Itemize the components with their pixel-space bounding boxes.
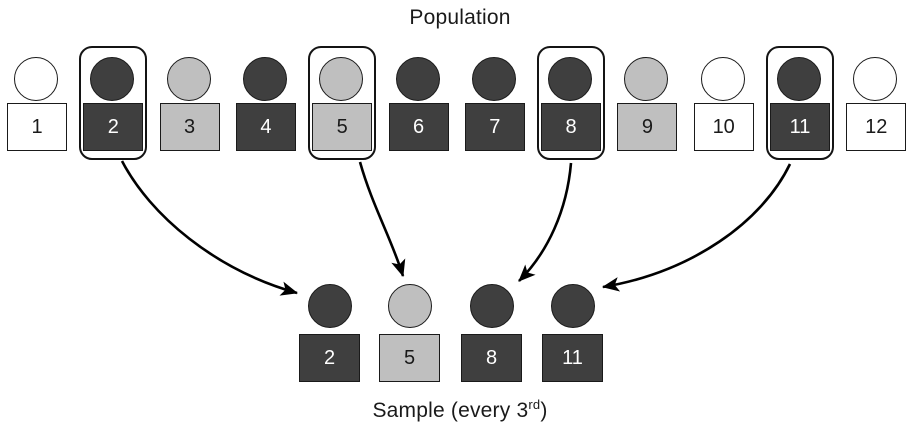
population-unit-10[interactable]: 10 bbox=[690, 46, 758, 160]
population-circle-9 bbox=[624, 57, 669, 101]
population-label-box-1: 1 bbox=[7, 103, 67, 151]
sample-title-prefix: Sample (every 3 bbox=[372, 399, 529, 422]
population-circle-4 bbox=[242, 57, 287, 101]
population-label-box-9: 9 bbox=[617, 103, 678, 151]
selection-ring-11 bbox=[766, 46, 834, 160]
population-label-box-8: 8 bbox=[541, 103, 602, 151]
population-unit-4[interactable]: 4 bbox=[232, 46, 300, 160]
sample-unit-5[interactable]: 5 bbox=[379, 284, 441, 384]
selection-ring-2 bbox=[79, 46, 148, 160]
population-label-box-12: 12 bbox=[846, 103, 907, 151]
population-unit-5[interactable]: 5 bbox=[308, 46, 377, 160]
population-unit-1[interactable]: 1 bbox=[3, 46, 71, 160]
population-label-box-6: 6 bbox=[388, 103, 449, 151]
population-title: Population bbox=[409, 6, 511, 29]
sample-label-box-8: 8 bbox=[461, 334, 522, 382]
population-unit-6[interactable]: 6 bbox=[385, 46, 453, 160]
population-label-box-7: 7 bbox=[464, 103, 525, 151]
population-circle-11 bbox=[777, 57, 821, 101]
sample-title: Sample (every 3rd) bbox=[0, 397, 920, 423]
population-unit-11[interactable]: 11 bbox=[766, 46, 834, 160]
sample-circle-8 bbox=[470, 284, 514, 328]
sample-label-box-2: 2 bbox=[299, 334, 360, 382]
selection-ring-8 bbox=[537, 46, 606, 160]
population-label-box-5: 5 bbox=[312, 103, 373, 151]
sample-circle-11 bbox=[551, 284, 595, 328]
selection-ring-5 bbox=[308, 46, 377, 160]
population-circle-2 bbox=[90, 57, 135, 101]
sample-title-ordinal-suffix: rd bbox=[528, 397, 541, 412]
sample-unit-2[interactable]: 2 bbox=[299, 284, 361, 384]
population-label-box-3: 3 bbox=[159, 103, 220, 151]
sample-label-box-11: 11 bbox=[542, 334, 603, 382]
population-label-box-11: 11 bbox=[770, 103, 830, 151]
population-circle-12 bbox=[853, 57, 898, 101]
sample-circle-5 bbox=[388, 284, 432, 328]
population-label-box-2: 2 bbox=[83, 103, 144, 151]
population-circle-1 bbox=[14, 57, 58, 101]
sample-unit-11[interactable]: 11 bbox=[542, 284, 604, 384]
population-label-box-10: 10 bbox=[693, 103, 754, 151]
sample-circle-2 bbox=[308, 284, 352, 328]
population-unit-12[interactable]: 12 bbox=[842, 46, 910, 160]
population-circle-5 bbox=[319, 57, 364, 101]
population-unit-7[interactable]: 7 bbox=[461, 46, 529, 160]
population-label-box-4: 4 bbox=[235, 103, 296, 151]
population-circle-10 bbox=[700, 57, 745, 101]
sample-label-box-5: 5 bbox=[379, 334, 440, 382]
population-unit-8[interactable]: 8 bbox=[537, 46, 606, 160]
population-circle-6 bbox=[395, 57, 440, 101]
population-unit-3[interactable]: 3 bbox=[156, 46, 224, 160]
population-circle-3 bbox=[166, 57, 211, 101]
sample-title-closing: ) bbox=[540, 399, 548, 422]
population-circle-8 bbox=[548, 57, 593, 101]
population-circle-7 bbox=[471, 57, 516, 101]
population-unit-9[interactable]: 9 bbox=[613, 46, 681, 160]
sample-unit-8[interactable]: 8 bbox=[461, 284, 523, 384]
population-unit-2[interactable]: 2 bbox=[79, 46, 148, 160]
